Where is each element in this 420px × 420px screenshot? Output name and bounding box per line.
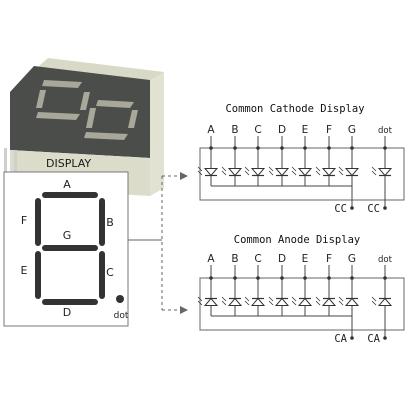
cathode-pin-label: E	[302, 124, 309, 136]
segment-b	[99, 198, 105, 246]
cathode-common-label: CC	[334, 203, 347, 215]
segment-g	[42, 245, 98, 251]
anode-title: Common Anode Display	[234, 234, 360, 246]
cathode-led-c	[244, 166, 266, 177]
cathode-common-node	[350, 206, 354, 210]
cathode-pin-label: dot	[378, 126, 393, 136]
photo-segments	[36, 80, 138, 140]
cathode-pin-node	[256, 146, 260, 150]
cathode-pin-node	[303, 146, 307, 150]
anode-pin-label: A	[207, 253, 215, 265]
cathode-pin-node	[209, 146, 213, 150]
cathode-led-d	[268, 166, 290, 177]
label-dot: dot	[114, 311, 129, 321]
anode-common-label: CA	[334, 333, 347, 345]
cathode-title: Common Cathode Display	[225, 103, 364, 115]
anode-pin-node	[327, 276, 331, 280]
segment-f	[35, 198, 41, 246]
segment-dot	[116, 295, 124, 303]
label-f: F	[21, 214, 27, 227]
cathode-pin-node	[280, 146, 284, 150]
label-c: C	[106, 266, 114, 279]
anode-pin-node	[209, 276, 213, 280]
anode-led-e	[291, 296, 313, 306]
anode-led-b	[221, 296, 243, 306]
segment-a	[42, 192, 98, 198]
segment-c	[99, 251, 105, 299]
anode-pin-node	[256, 276, 260, 280]
anode-pin-label: dot	[378, 255, 393, 265]
label-b: B	[106, 216, 114, 229]
segment-layout	[35, 192, 124, 305]
cathode-pin-label: G	[348, 124, 356, 136]
anode-pin-label: G	[348, 253, 356, 265]
cathode-common-node	[383, 206, 387, 210]
cathode-pin-label: B	[231, 124, 238, 136]
anode-led-c	[244, 296, 266, 306]
anode-pin-label: B	[231, 253, 238, 265]
cathode-pin-label: C	[254, 124, 261, 136]
anode-led-a	[197, 296, 219, 306]
segment-letters: A F B G E C D dot	[21, 178, 129, 321]
cathode-common-label: CC	[367, 203, 380, 215]
anode-led-g	[338, 296, 360, 306]
anode-common-label: CA	[367, 333, 380, 345]
cathode-led-dot	[371, 166, 393, 177]
anode-led-dot	[371, 296, 393, 306]
cathode-pin-node	[233, 146, 237, 150]
cathode-led-f	[315, 166, 337, 177]
anode-led-f	[315, 296, 337, 306]
cathode-pin-node	[383, 146, 387, 150]
photo-body-side	[150, 72, 164, 196]
cathode-led-b	[221, 166, 243, 177]
cathode-frame	[199, 147, 405, 201]
anode-common-node	[383, 336, 387, 340]
anode-pin-node	[383, 276, 387, 280]
photo-pins	[4, 148, 17, 172]
label-a: A	[63, 178, 71, 191]
label-g: G	[63, 229, 72, 242]
anode-pin-node	[303, 276, 307, 280]
anode-pin-node	[280, 276, 284, 280]
anode-pin-label: F	[326, 253, 332, 265]
segment-d	[42, 299, 98, 305]
cathode-pin-node	[350, 146, 354, 150]
cathode-led-g	[338, 166, 360, 177]
anode-pin-node	[233, 276, 237, 280]
anode-led-d	[268, 296, 290, 306]
cathode-pin-node	[327, 146, 331, 150]
anode-pin-label: E	[302, 253, 309, 265]
cathode-pin-label: D	[278, 124, 286, 136]
cathode-pin-label: F	[326, 124, 332, 136]
anode-frame	[199, 277, 405, 331]
photo-label: DISPLAY	[46, 157, 91, 170]
anode-pin-node	[350, 276, 354, 280]
label-d: D	[63, 306, 71, 319]
label-e: E	[21, 264, 28, 277]
anode-common-node	[350, 336, 354, 340]
connector-arrows	[128, 172, 188, 314]
anode-pin-label: D	[278, 253, 286, 265]
photo-body-face	[10, 66, 150, 158]
anode-pin-label: C	[254, 253, 261, 265]
cathode-pin-label: A	[207, 124, 215, 136]
cathode-led-e	[291, 166, 313, 177]
cathode-led-a	[197, 166, 219, 177]
segment-e	[35, 251, 41, 299]
